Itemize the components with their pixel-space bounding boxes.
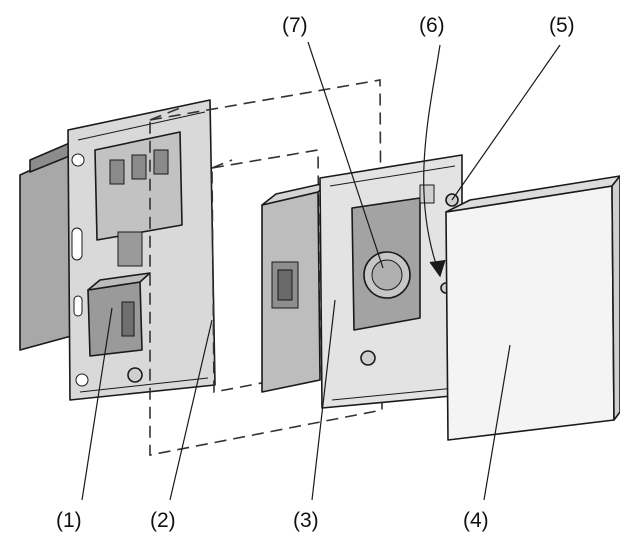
- leader-4: [483, 344, 511, 501]
- label-7: (7): [282, 14, 308, 37]
- leader-5: [451, 44, 561, 201]
- cover-rocker: [445, 175, 620, 441]
- leader-7: [307, 41, 384, 269]
- label-4: (4): [463, 509, 489, 532]
- adapter-module: [261, 154, 463, 409]
- arrow-6: [429, 259, 446, 278]
- label-3: (3): [293, 509, 319, 532]
- label-5: (5): [549, 14, 575, 37]
- leader-lines: [81, 41, 561, 501]
- label-2: (2): [150, 509, 176, 532]
- label-6: (6): [419, 14, 445, 37]
- insert-with-mounting-frame: [19, 99, 216, 401]
- leader-2: [169, 319, 213, 501]
- leader-1: [81, 307, 113, 501]
- leader-3: [311, 299, 336, 501]
- label-1: (1): [56, 509, 82, 532]
- leader-6: [423, 44, 441, 271]
